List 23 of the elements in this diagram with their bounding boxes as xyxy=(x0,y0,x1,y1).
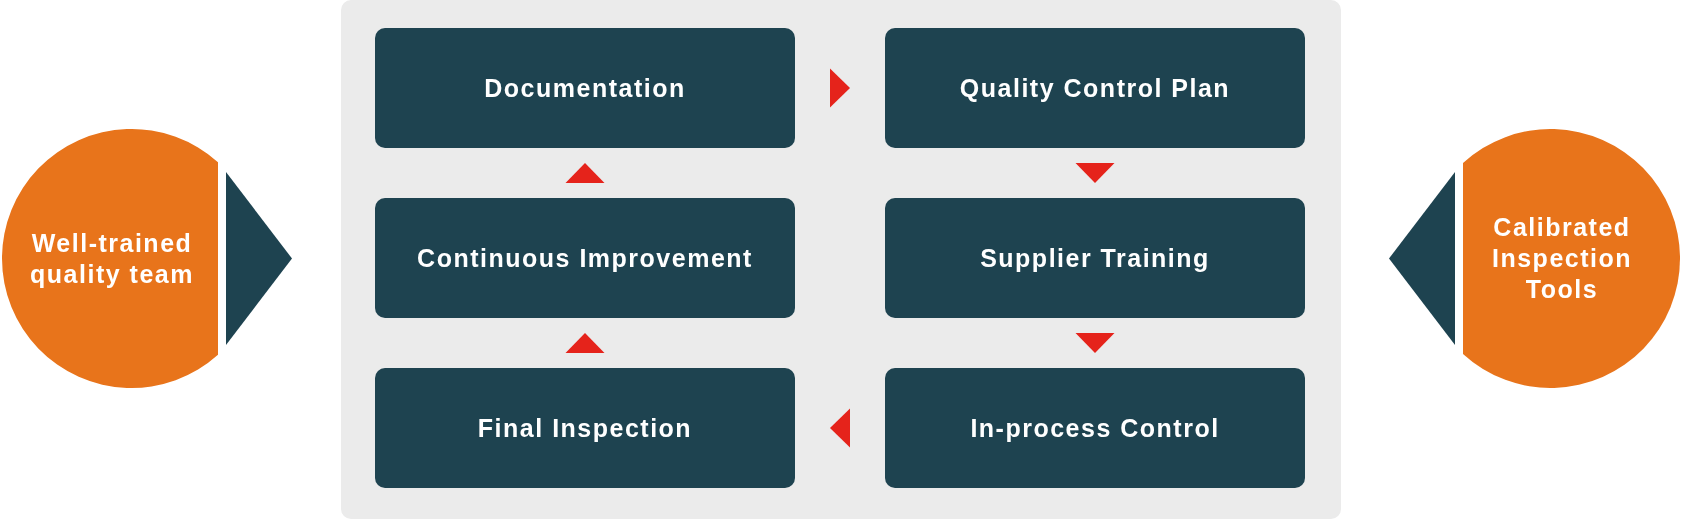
process-label: Continuous Improvement xyxy=(417,243,753,273)
process-label: Quality Control Plan xyxy=(959,73,1231,103)
arrowhead xyxy=(830,68,850,108)
pointer-triangle xyxy=(226,172,292,345)
arrowhead xyxy=(1075,163,1115,183)
process-label: In-process Control xyxy=(970,413,1220,443)
process-box xyxy=(375,368,795,488)
circle-label: Well-trained quality team xyxy=(29,227,195,290)
process-box xyxy=(375,28,795,148)
process-box xyxy=(375,198,795,318)
pointer-triangle xyxy=(1389,172,1455,345)
arrowhead xyxy=(565,333,605,353)
process-label: Final Inspection xyxy=(477,413,693,443)
process-label: Documentation xyxy=(484,73,686,103)
process-box xyxy=(885,28,1305,148)
arrowhead xyxy=(565,163,605,183)
circle-label: Calibrated Inspection Tools xyxy=(1491,212,1633,305)
process-box xyxy=(885,368,1305,488)
arrowhead xyxy=(1075,333,1115,353)
group-panel xyxy=(341,0,1341,519)
arrowhead xyxy=(830,408,850,448)
process-box xyxy=(885,198,1305,318)
process-label: Supplier Training xyxy=(980,243,1210,273)
